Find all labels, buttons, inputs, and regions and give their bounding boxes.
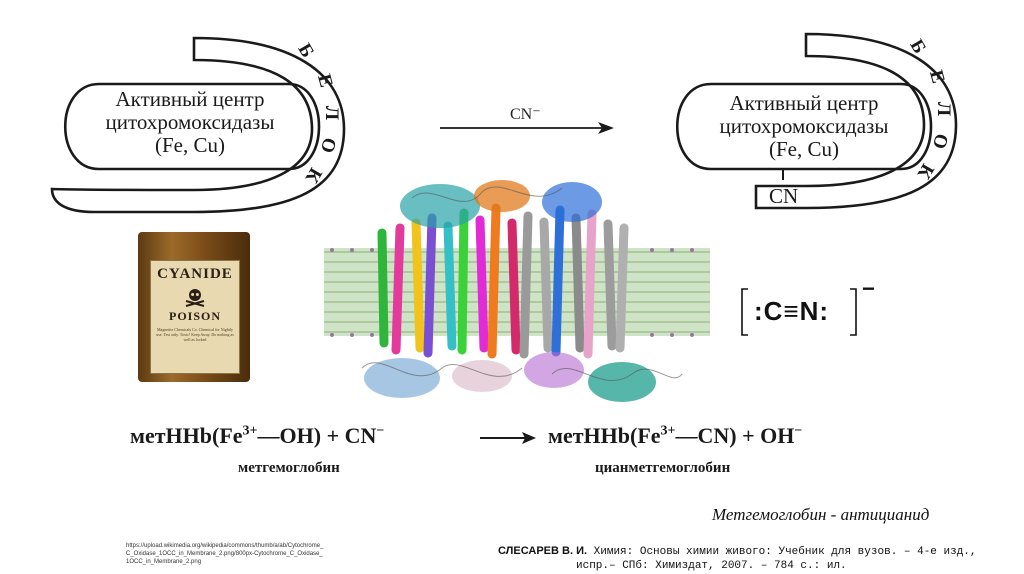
right-line1: Активный центр — [729, 91, 879, 115]
arrow-label: CN⁻ — [510, 106, 541, 123]
reaction-equation-right: метHHb(Fe3+—CN) + OH− — [548, 423, 802, 449]
right-active-center-label: Активный центр цитохромоксидазы (Fe, Cu) — [684, 92, 924, 161]
left-line1: Активный центр — [115, 87, 265, 111]
protein-letter: Л — [933, 101, 955, 117]
left-active-center-label: Активный центр цитохромоксидазы (Fe, Cu) — [70, 88, 310, 157]
eq-right-tail: —CN) + OH — [675, 423, 795, 448]
cyanide-ion-brackets — [741, 288, 857, 336]
eq-left-part: метHHb(Fe — [130, 423, 243, 448]
eq-right-tail-sup: − — [794, 423, 803, 439]
cyanide-ion-charge: − — [862, 276, 876, 301]
cytochrome-oxidase-membrane-image — [324, 180, 710, 402]
protein-letter: Л — [321, 105, 343, 121]
active-center-outline — [63, 82, 321, 171]
eq-left-tail-sup: − — [376, 423, 385, 439]
equation-left-name: метгемоглобин — [238, 460, 340, 476]
reaction-equation-left: метHHb(Fe3+—OH) + CN− — [130, 423, 384, 449]
left-line2: цитохромоксидазы — [105, 110, 275, 134]
equation-right-name: цианметгемоглобин — [595, 460, 731, 476]
bottle-subtitle: POISON — [168, 309, 221, 323]
bound-cn-group: CN — [769, 184, 799, 208]
eq-left-tail: —OH) + CN — [257, 423, 377, 448]
bottle-title: CYANIDE — [157, 266, 233, 282]
protein-outline — [50, 36, 346, 214]
reference-text-1: Химия: Основы химии живого: Учебник для … — [593, 546, 977, 558]
active-center-outline — [675, 82, 933, 171]
cyanide-bottle-image: CYANIDE POISON Magnetite Chemicals Co. C… — [138, 232, 250, 382]
equation-arrow — [480, 432, 536, 444]
bottle-label: CYANIDE POISON Magnetite Chemicals Co. C… — [150, 260, 240, 374]
protein-outline — [754, 32, 958, 210]
right-line3: (Fe, Cu) — [769, 137, 839, 161]
reference-line-2: испр.– СПб: Химиздат, 2007. – 784 с.: ил… — [576, 560, 847, 572]
image-source-url: https://upload.wikimedia.org/wikipedia/c… — [126, 543, 324, 565]
cyanide-ion-formula: :C≡N: — [754, 296, 830, 326]
eq-right-part: метHHb(Fe — [548, 423, 661, 448]
eq-right-sup: 3+ — [660, 423, 676, 439]
slide-caption: Метгемоглобин - антицианид — [712, 505, 930, 524]
reaction-arrow — [440, 122, 614, 134]
bottle-fine-print: Magnetite Chemicals Co. Chemical for Nig… — [156, 327, 234, 342]
right-enzyme-scheme — [675, 32, 958, 210]
bibliographic-reference: СЛЕСАРЕВ В. И. Химия: Основы химии живог… — [498, 544, 998, 573]
reference-author: СЛЕСАРЕВ В. И. — [498, 545, 588, 557]
skull-icon — [185, 289, 205, 307]
reference-line-1: СЛЕСАРЕВ В. И. Химия: Основы химии живог… — [498, 544, 998, 559]
left-enzyme-scheme — [50, 36, 346, 214]
eq-left-sup: 3+ — [242, 423, 258, 439]
right-line2: цитохромоксидазы — [719, 114, 889, 138]
left-line3: (Fe, Cu) — [155, 133, 225, 157]
